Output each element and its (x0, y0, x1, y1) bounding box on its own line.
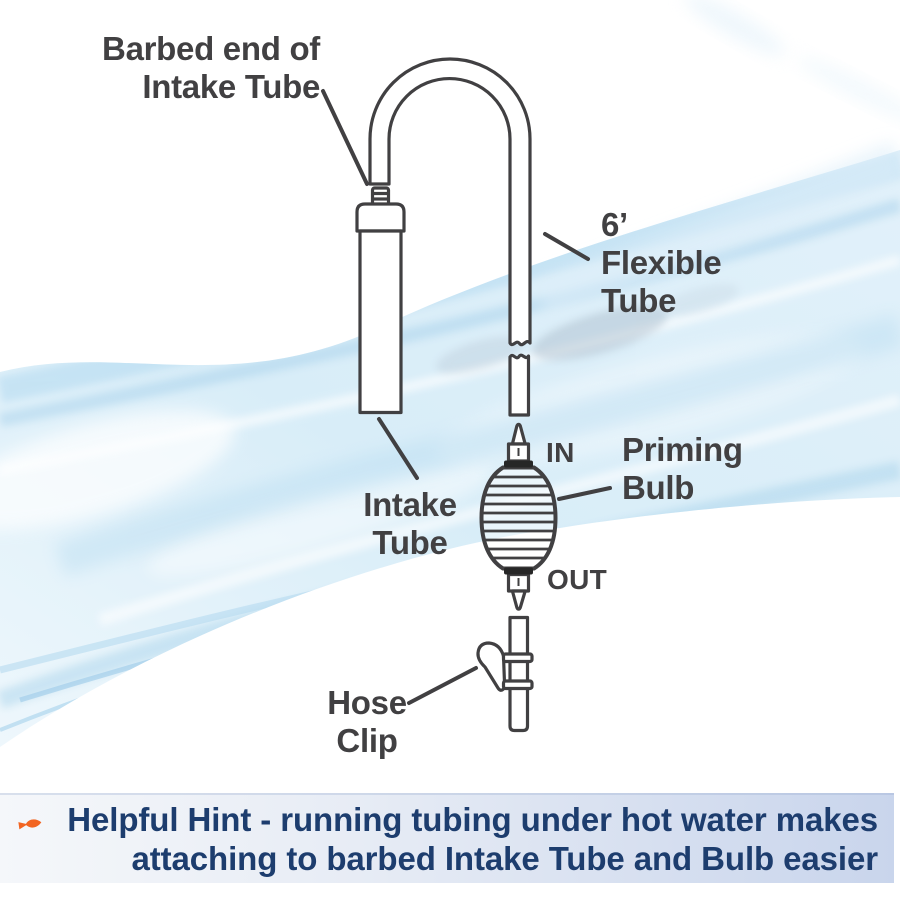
priming-bulb-label-line2: Bulb (622, 469, 695, 506)
fish-icon (18, 819, 42, 830)
priming-bulb-label: Priming Bulb (622, 431, 743, 507)
intake-tube (358, 229, 403, 415)
water-corner-swath (684, 0, 786, 56)
bulb-outlet-cone (510, 589, 527, 611)
intake-tube-cap (355, 202, 406, 233)
hint-band: Helpful Hint - running tubing under hot … (0, 793, 894, 883)
intake-leader (377, 417, 419, 480)
hint-text: Helpful Hint - running tubing under hot … (0, 800, 878, 878)
hint-line1: Helpful Hint - running tubing under hot … (67, 801, 878, 838)
intake-tube-label-line1: Intake (363, 486, 457, 523)
barbed-end-label-line1: Barbed end of (102, 30, 320, 67)
hose-clip (476, 641, 534, 692)
barbed-leader (321, 89, 369, 186)
barbed-end-label: Barbed end of Intake Tube (30, 30, 320, 106)
flexible-tube-label: 6’ Flexible Tube (601, 206, 722, 320)
intake-tube-label: Intake Tube (325, 486, 495, 562)
flexible-tube-label-line1: 6’ (601, 206, 628, 243)
out-label: OUT (547, 564, 608, 595)
bulb-top-band (504, 460, 533, 468)
barbed-end-label-line2: Intake Tube (142, 68, 320, 105)
in-label: IN (546, 437, 575, 468)
flexible-tube-lower-segment (508, 353, 531, 417)
water-upper-swath (532, 141, 900, 319)
hose-clip-label: Hose Clip (297, 684, 437, 760)
flexible-tube-label-line3: Tube (601, 282, 677, 319)
intake-tube-label-line2: Tube (372, 524, 448, 561)
flexible-leader (543, 232, 590, 261)
leader-lines (321, 89, 612, 705)
flexible-tube (368, 57, 532, 347)
bulb-bottom-band (504, 567, 533, 575)
hint-line2: attaching to barbed Intake Tube and Bulb… (131, 840, 879, 877)
water-corner-swath-2 (797, 56, 900, 124)
outlet-tube (508, 615, 530, 733)
bulb-inlet-cone (510, 422, 527, 446)
priming-bulb-label-line1: Priming (622, 431, 743, 468)
hose-clip-label-line1: Hose (327, 684, 407, 721)
priming-leader (557, 486, 612, 501)
priming-bulb (479, 465, 558, 571)
bulb-stripes (481, 475, 556, 560)
hoseclip-leader (407, 666, 478, 705)
hose-clip-label-line2: Clip (336, 722, 398, 759)
flexible-tube-label-line2: Flexible (601, 244, 722, 281)
